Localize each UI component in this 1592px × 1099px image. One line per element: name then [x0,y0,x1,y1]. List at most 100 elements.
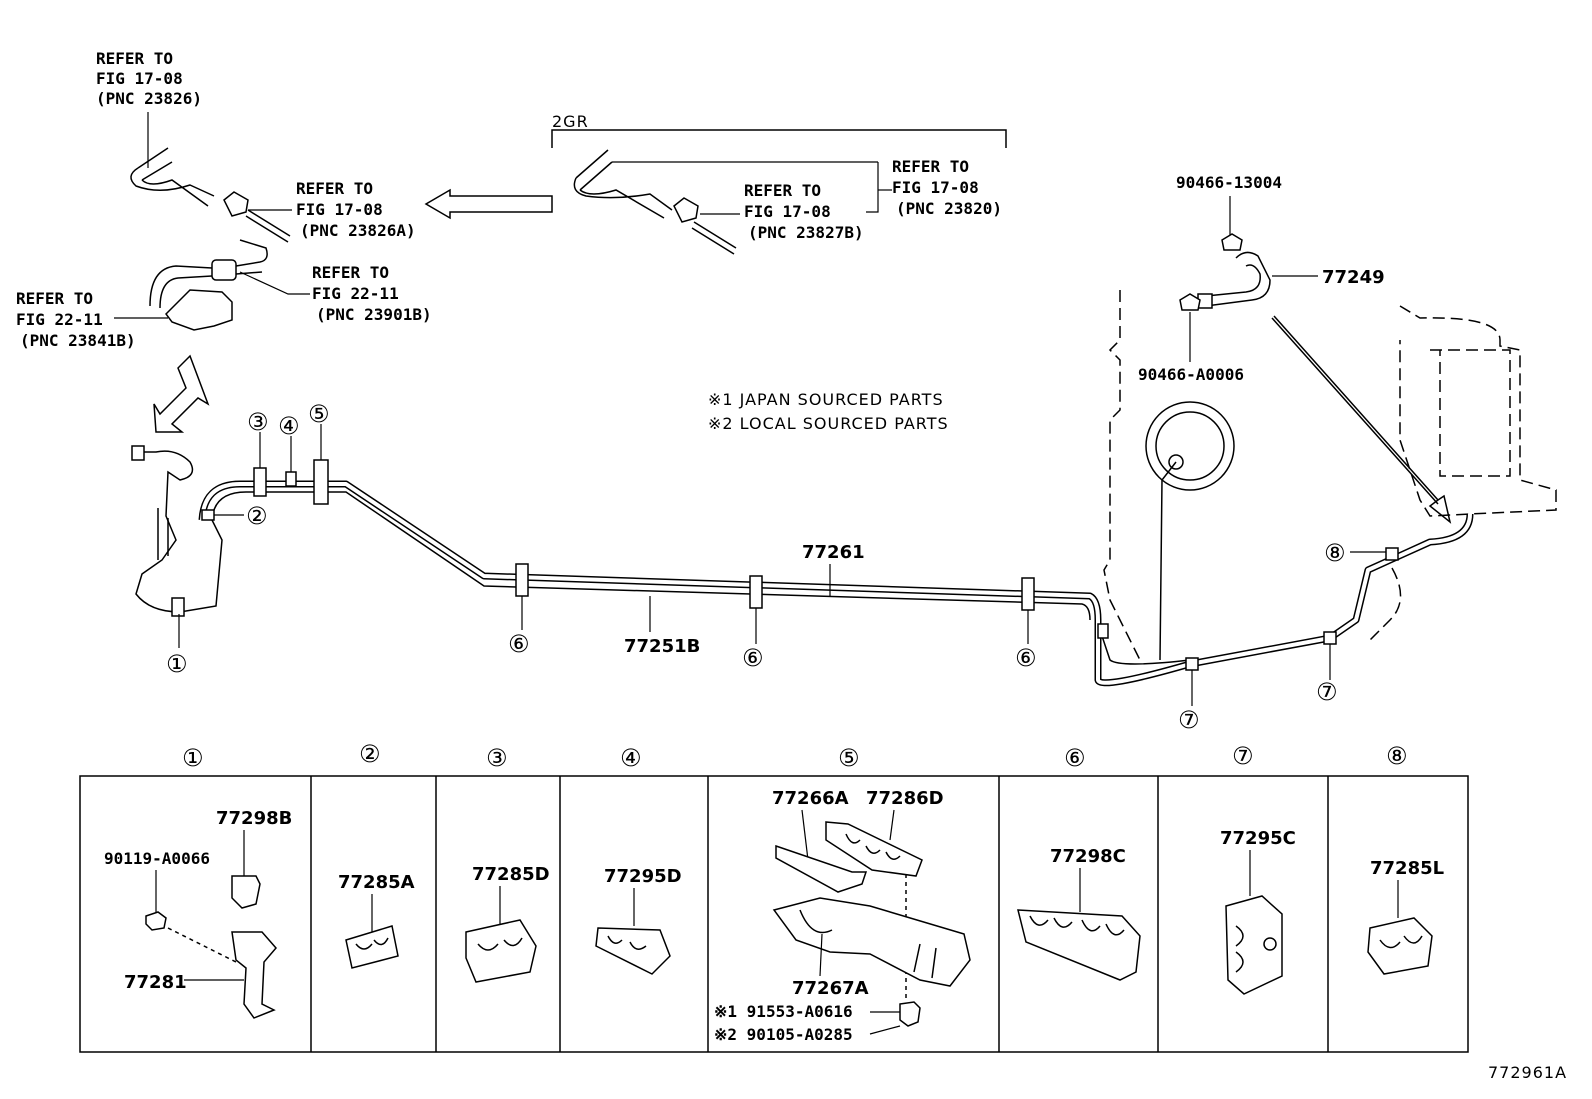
left-vertical-pipes [157,508,169,560]
table-header-4: ④ [620,744,642,772]
hose-2gr-end [575,149,613,191]
connector-tube [235,239,268,275]
arrow-left-icon [424,188,553,220]
bracket-77281-icon [231,931,277,1019]
pipe-joint-icon [1097,623,1109,639]
leader-77286d [889,809,895,841]
ref1-line1: REFER TO [96,49,173,68]
part-77267a: 77267A [792,978,869,999]
callout-5: ⑤ [308,400,330,428]
ref2-line2: FIG 17-08 [296,200,383,219]
part-77295d: 77295D [604,866,682,887]
vehicle-outline [1103,290,1557,661]
engine-bracket [551,129,1007,148]
ref5-line3: (PNC 23827B) [748,223,864,242]
part-77249: 77249 [1322,267,1385,288]
ref3-line3: (PNC 23901B) [316,305,432,324]
clamp-lower-icon [1179,293,1201,311]
ref6-bracket [866,162,879,213]
connector-stub-2gr [691,221,737,255]
note-bolt-2: ※2 90105-A0285 [714,1025,853,1044]
route-callouts: ① ② ③ ④ ⑤ ⑥ ⑥ ⑥ ⑦ ⑦ ⑧ 77261 77251B [166,400,1386,734]
clip-77285l-icon [1367,917,1433,975]
part-77286d: 77286D [866,788,944,809]
arrow-down-right-icon [1273,315,1452,524]
clip-3-icon [253,467,267,497]
quick-connector-icon [211,259,237,281]
ref3-leader [239,271,310,295]
ref2-line3: (PNC 23826A) [300,221,416,240]
table-header-1: ① [182,744,204,772]
table-header-7: ⑦ [1232,742,1254,770]
callout-6a: ⑥ [508,630,530,658]
part-77285d: 77285D [472,864,550,885]
figure-code: 772961A [1488,1063,1567,1082]
clip-2-icon [201,509,215,521]
clip-77298c-icon [1017,909,1141,981]
ref5-line1: REFER TO [744,181,821,200]
rear-outline [1369,567,1402,641]
parts-table: ① ② ③ ④ ⑤ ⑥ ⑦ ⑧ 77298B 90119-A0066 77281… [79,740,1469,1053]
ref3-line2: FIG 22-11 [312,284,399,303]
part-77295c: 77295C [1220,828,1296,849]
ref1-line3: (PNC 23826) [96,89,202,108]
callout-7b: ⑦ [1316,678,1338,706]
holder-77267a-icon [772,897,971,987]
bolt-5-icon [899,1001,921,1027]
note-bolt-1: ※1 91553-A0616 [714,1002,853,1021]
part-77298c: 77298C [1050,846,1126,867]
body-outline-right [1399,305,1557,517]
part-77285l: 77285L [1370,858,1444,879]
ref6-line1: REFER TO [892,157,969,176]
clip-77295c-pin-icon [1263,937,1277,951]
left-pipe-end-icon [131,445,145,461]
leader-77267a [819,933,823,977]
ref6-line2: FIG 17-08 [892,178,979,197]
bolt-icon [145,911,167,931]
left-loop-pipe [135,450,223,613]
clip-77285a-icon [345,925,399,969]
hose-clamp-icon [223,191,249,217]
table-header-8: ⑧ [1386,742,1408,770]
callout-7a: ⑦ [1178,706,1200,734]
main-pipe-inner [200,482,1472,685]
top-left-assembly: REFER TO FIG 17-08 (PNC 23826) REFER TO … [16,49,432,433]
ref2-line1: REFER TO [296,179,373,198]
table-header-3: ③ [486,744,508,772]
callout-1: ① [166,650,188,678]
clip-6c-icon [1021,577,1035,611]
clip-77266a-icon [775,844,868,893]
filler-pipe [1099,461,1191,665]
callout-6b: ⑥ [742,644,764,672]
clip-77285d-icon [465,919,537,983]
table-header-6: ⑥ [1064,744,1086,772]
callout-6c: ⑥ [1015,644,1037,672]
part-77298b: 77298B [216,808,292,829]
part-90119-a0066: 90119-A0066 [104,849,210,868]
callout-3: ③ [247,408,269,436]
bolt-axis [167,927,237,963]
ref4-line1: REFER TO [16,289,93,308]
part-77251b: 77251B [624,636,700,657]
filler-ring-inner [1155,411,1225,481]
ref4-line3: (PNC 23841B) [20,331,136,350]
arrow-down-left-icon [153,354,210,433]
part-77281: 77281 [124,972,187,993]
leader-77266a [801,809,809,861]
part-90466-a0006: 90466-A0006 [1138,365,1244,384]
clamp-upper-icon [1221,233,1243,251]
part-90466-13004: 90466-13004 [1176,173,1282,192]
pipe-77251b [211,491,1091,621]
holder-details [799,909,937,979]
table-frame [79,775,1469,1053]
clip-5-icon [313,459,329,505]
hose-upper-end [137,147,173,181]
clip-77295c-icon [1225,895,1283,995]
bracket-holder-icon [165,289,233,331]
callout-8: ⑧ [1324,539,1346,567]
hose-clamp-2gr-icon [673,197,699,223]
table-header-5: ⑤ [838,744,860,772]
clip-77286d-icon [825,821,923,877]
part-77261: 77261 [802,542,865,563]
